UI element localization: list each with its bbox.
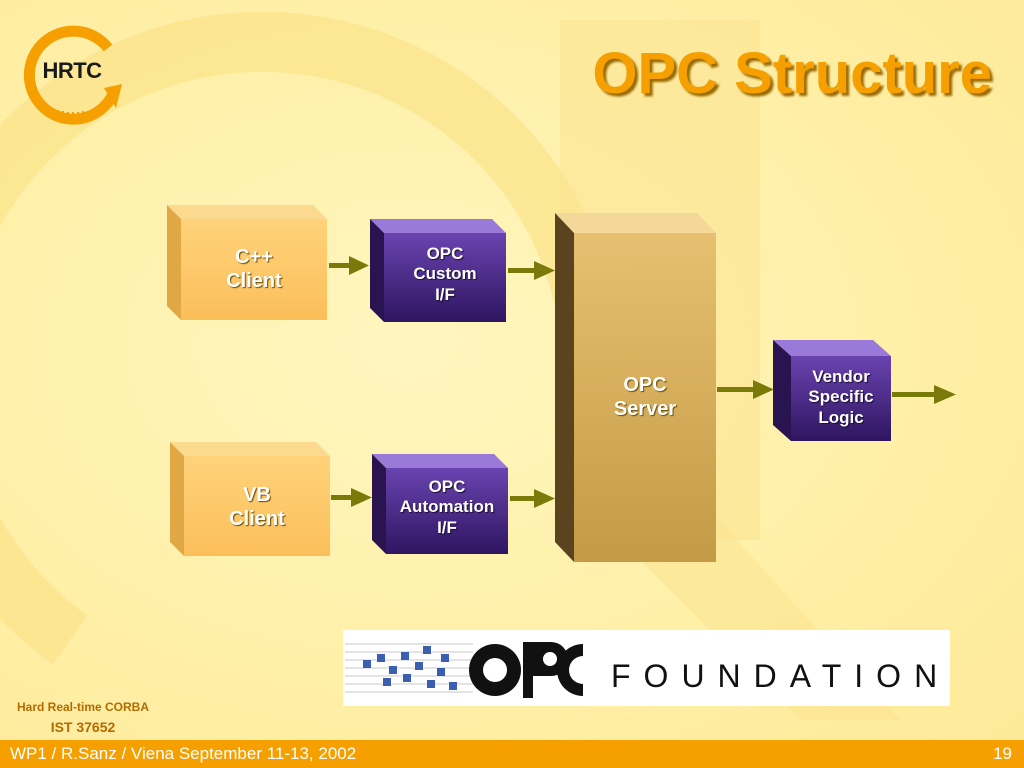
hrtc-logo — [23, 25, 122, 125]
automation-if-line-2: Automation — [399, 497, 495, 517]
automation-if-box — [372, 454, 508, 554]
arrow-server-to-vendor — [717, 380, 774, 399]
vendor-logic-line-3: Logic — [818, 407, 864, 427]
server-label: OPC Server — [574, 373, 716, 421]
footer-text: WP1 / R.Sanz / Viena September 11-13, 20… — [10, 744, 357, 763]
custom-if-line-3: I/F — [435, 284, 455, 304]
server-line-1: OPC — [623, 374, 667, 396]
page-number: 19 — [993, 744, 1012, 763]
cpp-client-line-2: Client — [226, 270, 282, 292]
opc-foundation-graphic — [345, 642, 583, 698]
arrow-vb-to-automation — [331, 488, 372, 507]
vb-client-box — [170, 442, 330, 556]
slide-footer: WP1 / R.Sanz / Viena September 11-13, 20… — [0, 740, 1024, 768]
cpp-client-box — [167, 205, 327, 320]
project-name: Hard Real-time CORBA — [16, 700, 150, 714]
server-box — [555, 213, 716, 562]
arrow-custom-to-server — [508, 261, 555, 280]
hrtc-logo-text: HRTC — [42, 58, 102, 83]
slide-title: OPC Structure — [592, 41, 992, 106]
custom-if-label: OPC Custom I/F — [384, 244, 506, 305]
project-code: IST 37652 — [50, 718, 116, 735]
custom-if-line-1: OPC — [426, 244, 464, 263]
vendor-logic-line-1: Vendor — [812, 367, 870, 386]
foundation-word: FOUNDATION — [611, 658, 951, 694]
arrow-vendor-out — [892, 385, 956, 404]
arrow-automation-to-server — [510, 489, 555, 508]
project-label: Hard Real-time CORBA IST 37652 — [8, 698, 158, 738]
vb-client-label: VB Client — [184, 483, 330, 531]
custom-if-line-2: Custom — [413, 264, 477, 284]
opc-foundation-logo: FOUNDATION — [343, 630, 950, 706]
cpp-client-line-1: C++ — [235, 246, 273, 268]
arrow-cpp-to-custom — [329, 256, 369, 275]
automation-if-line-1: OPC — [428, 477, 466, 496]
vendor-logic-line-2: Specific — [808, 387, 874, 407]
vendor-logic-box — [773, 340, 891, 441]
opc-structure-diagram — [167, 205, 956, 562]
vb-client-line-1: VB — [243, 484, 271, 506]
server-line-2: Server — [613, 398, 677, 420]
custom-if-box — [370, 219, 506, 322]
automation-if-label: OPC Automation I/F — [386, 477, 508, 538]
vb-client-line-2: Client — [229, 508, 285, 530]
cpp-client-label: C++ Client — [181, 245, 327, 293]
automation-if-line-3: I/F — [437, 517, 457, 537]
vendor-logic-label: Vendor Specific Logic — [791, 367, 891, 428]
